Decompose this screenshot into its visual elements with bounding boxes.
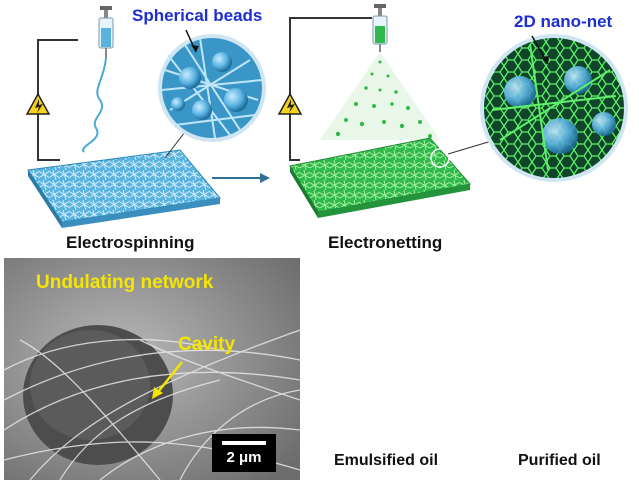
nano-net-label: 2D nano-net xyxy=(514,12,613,31)
syringe-icon xyxy=(98,6,114,58)
electronetting-label: Electronetting xyxy=(328,233,443,252)
electrospinning-label: Electrospinning xyxy=(66,233,195,252)
high-voltage-icon-2 xyxy=(277,92,303,115)
cavity-label: Cavity xyxy=(178,334,236,355)
nano-net-zoom-circle xyxy=(480,34,628,182)
electrospinning-schematic xyxy=(25,6,266,228)
process-arrow xyxy=(212,173,270,183)
syringe-icon-2 xyxy=(372,4,388,52)
circuit-wire xyxy=(37,39,78,161)
purified-oil-label: Purified oil xyxy=(518,452,601,469)
scale-bar-line xyxy=(222,441,266,445)
emulsified-oil-label: Emulsified oil xyxy=(334,452,439,469)
electronetting-schematic xyxy=(277,4,628,218)
beads-zoom-circle xyxy=(158,34,266,142)
circuit-wire-2 xyxy=(289,17,372,161)
scale-bar-text: 2 μm xyxy=(226,449,262,466)
undulating-network-label: Undulating network xyxy=(36,272,214,293)
scale-bar: 2 μm xyxy=(212,434,276,472)
spherical-beads-label: Spherical beads xyxy=(132,6,263,25)
high-voltage-icon xyxy=(25,92,51,115)
sem-image xyxy=(4,258,300,480)
